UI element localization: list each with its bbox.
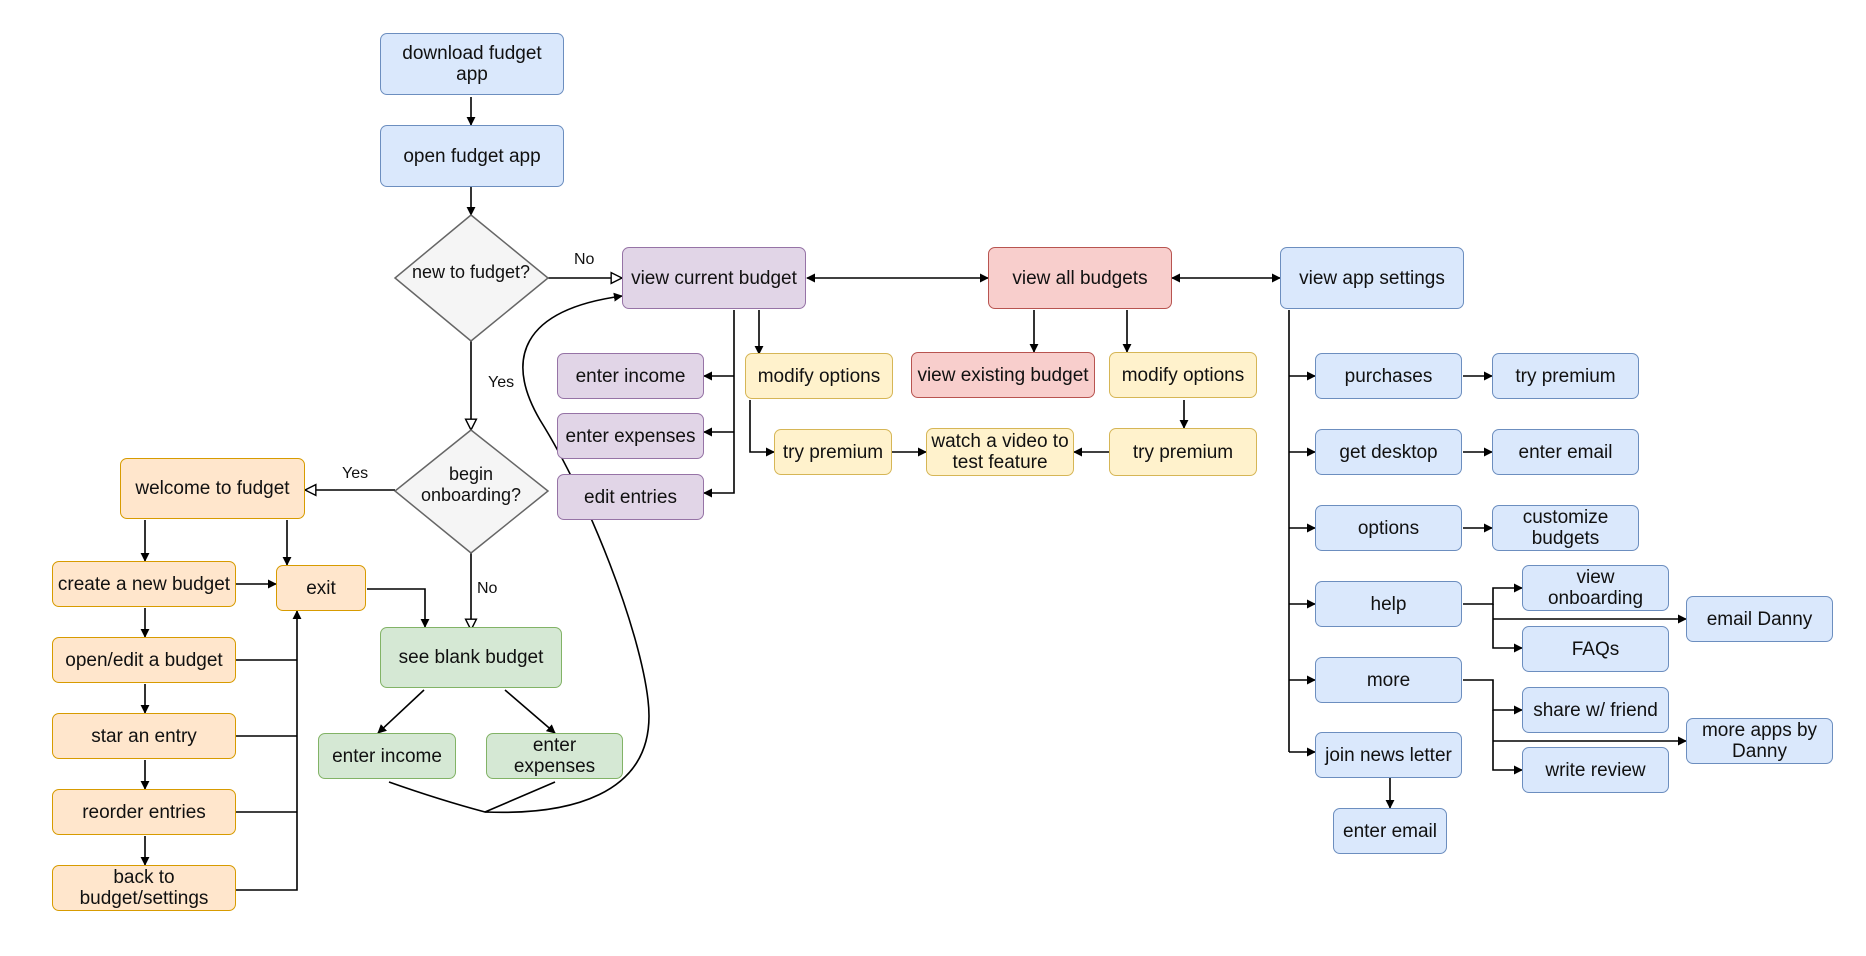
edge-blank-expenses [504, 689, 556, 734]
node-try-premium-1[interactable]: try premium [774, 429, 892, 475]
node-help[interactable]: help [1315, 581, 1462, 627]
node-enter-expenses-current[interactable]: enter expenses [557, 413, 704, 459]
edge-help-split [1463, 583, 1523, 605]
node-enter-email-desktop[interactable]: enter email [1492, 429, 1639, 475]
decision-begin-onboarding [393, 429, 550, 554]
edge-returns-exit [236, 610, 302, 891]
node-share-friend[interactable]: share w/ friend [1522, 687, 1669, 733]
node-reorder-entries[interactable]: reorder entries [52, 789, 236, 835]
node-modify-options-1[interactable]: modify options [745, 353, 893, 399]
edge-label-no-2: No [477, 580, 498, 597]
node-modify-options-2[interactable]: modify options [1109, 352, 1257, 398]
node-create-budget[interactable]: create a new budget [52, 561, 236, 607]
node-view-all-budgets[interactable]: view all budgets [988, 247, 1172, 309]
node-try-premium-3[interactable]: try premium [1492, 353, 1639, 399]
decision-new-label: new to fudget? [411, 262, 531, 282]
node-more[interactable]: more [1315, 657, 1462, 703]
node-write-review[interactable]: write review [1522, 747, 1669, 793]
node-see-blank-budget[interactable]: see blank budget [380, 627, 562, 688]
edge-more-review [1492, 710, 1523, 775]
decision-onboarding-label: begin onboarding? [420, 464, 522, 505]
node-customize-budgets[interactable]: customize budgets [1492, 505, 1639, 551]
node-welcome[interactable]: welcome to fudget [120, 458, 305, 519]
node-download-app[interactable]: download fudget app [380, 33, 564, 95]
edge-loop-back [388, 296, 650, 814]
edge-label-no-1: No [574, 251, 595, 268]
edge-current-entries [703, 310, 735, 498]
edge-label-yes-2: Yes [342, 465, 369, 482]
node-email-danny[interactable]: email Danny [1686, 596, 1833, 642]
node-back-to-budget-settings[interactable]: back to budget/settings [52, 865, 236, 911]
decision-new-to-fudget [393, 214, 550, 342]
node-enter-email-newsletter[interactable]: enter email [1333, 808, 1447, 854]
node-faqs[interactable]: FAQs [1522, 626, 1669, 672]
node-enter-income-blank[interactable]: enter income [318, 733, 456, 779]
node-view-existing-budget[interactable]: view existing budget [911, 352, 1095, 398]
node-exit[interactable]: exit [276, 565, 366, 611]
node-view-app-settings[interactable]: view app settings [1280, 247, 1464, 309]
node-get-desktop[interactable]: get desktop [1315, 429, 1462, 475]
edge-exit-blank [367, 588, 430, 628]
node-watch-video[interactable]: watch a video to test feature [926, 428, 1074, 476]
node-edit-entries[interactable]: edit entries [557, 474, 704, 520]
node-purchases[interactable]: purchases [1315, 353, 1462, 399]
node-try-premium-2[interactable]: try premium [1109, 428, 1257, 476]
node-join-newsletter[interactable]: join news letter [1315, 732, 1462, 778]
edge-blank-income [377, 689, 425, 734]
edge-more-split [1463, 679, 1523, 715]
node-enter-income-current[interactable]: enter income [557, 353, 704, 399]
node-open-edit-budget[interactable]: open/edit a budget [52, 637, 236, 683]
node-view-onboarding[interactable]: view onboarding [1522, 565, 1669, 611]
node-more-apps[interactable]: more apps by Danny [1686, 718, 1833, 764]
node-open-app[interactable]: open fudget app [380, 125, 564, 187]
node-options[interactable]: options [1315, 505, 1462, 551]
node-view-current-budget[interactable]: view current budget [622, 247, 806, 309]
edge-modify-premium [749, 400, 775, 457]
edge-help-faqs [1492, 604, 1523, 653]
edge-label-yes-1: Yes [488, 374, 515, 391]
node-star-entry[interactable]: star an entry [52, 713, 236, 759]
node-enter-expenses-blank[interactable]: enter expenses [486, 733, 623, 779]
